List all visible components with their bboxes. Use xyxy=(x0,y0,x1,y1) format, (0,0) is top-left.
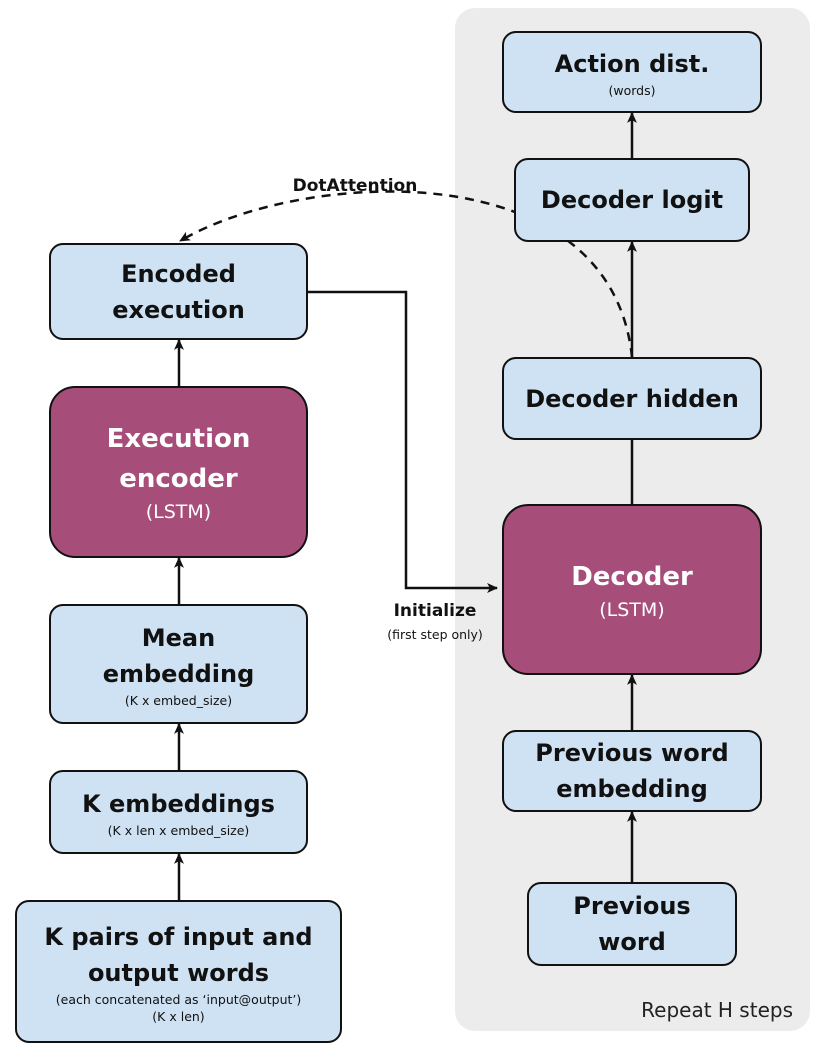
repeat-panel-label: Repeat H steps xyxy=(641,998,793,1022)
dot-attention-label: DotAttention xyxy=(292,176,418,196)
k-pairs-subtitle: (each concatenated as ‘input@output’) xyxy=(55,991,302,1007)
k-embeddings-title: K embeddings xyxy=(82,789,275,818)
action-dist-subtitle: (words) xyxy=(608,82,656,98)
decoder-hidden-box: Decoder hidden xyxy=(502,357,762,440)
k-embeddings-subtitle: (K x len x embed_size) xyxy=(107,822,250,838)
k-pairs-title: K pairs of input and output words xyxy=(44,922,313,987)
initialize-note: (first step only) xyxy=(387,627,483,642)
action-dist-box: Action dist. (words) xyxy=(502,31,762,113)
decoder-subtitle: (LSTM) xyxy=(599,598,665,621)
prev-word-box: Previous word xyxy=(527,882,737,966)
initialize-label: Initialize xyxy=(393,601,477,621)
prev-word-embedding-box: Previous word embedding xyxy=(502,730,762,812)
k-embeddings-box: K embeddings (K x len x embed_size) xyxy=(49,770,308,854)
action-dist-title: Action dist. xyxy=(554,49,710,78)
mean-embedding-box: Mean embedding (K x embed_size) xyxy=(49,604,308,724)
decoder-logit-box: Decoder logit xyxy=(514,158,750,242)
decoder-logit-title: Decoder logit xyxy=(540,186,724,214)
encoded-execution-title: Encoded execution xyxy=(112,259,245,324)
encoded-execution-box: Encoded execution xyxy=(49,243,308,340)
k-pairs-box: K pairs of input and output words (each … xyxy=(15,900,342,1043)
k-pairs-subtitle-2: (K x len) xyxy=(152,1008,205,1024)
mean-embedding-title: Mean embedding xyxy=(102,623,255,688)
prev-word-embedding-title: Previous word embedding xyxy=(535,739,729,803)
execution-encoder-box: Execution encoder (LSTM) xyxy=(49,386,308,558)
arrow-encoded-to-decoder xyxy=(308,290,499,593)
mean-embedding-subtitle: (K x embed_size) xyxy=(124,692,233,708)
execution-encoder-subtitle: (LSTM) xyxy=(145,501,212,523)
decoder-box: Decoder (LSTM) xyxy=(502,504,762,675)
prev-word-title: Previous word xyxy=(573,892,691,956)
decoder-hidden-title: Decoder hidden xyxy=(525,384,739,413)
decoder-title: Decoder xyxy=(571,561,693,592)
execution-encoder-title: Execution encoder xyxy=(106,424,251,494)
